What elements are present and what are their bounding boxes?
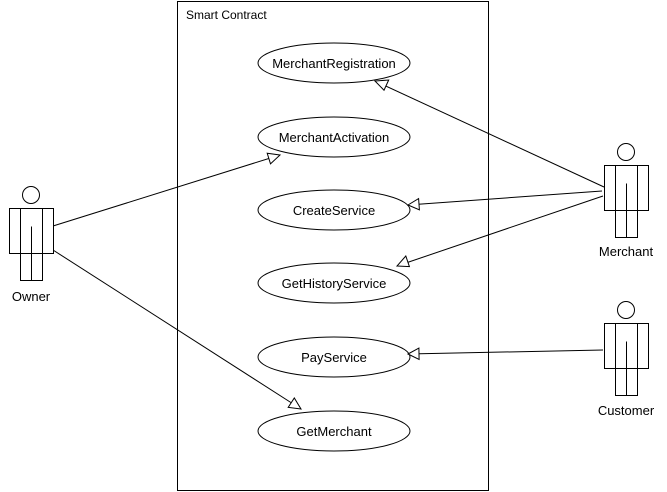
boundary-label: Smart Contract [186, 8, 267, 22]
actor-label: Owner [12, 289, 51, 304]
use-case: MerchantActivation [257, 116, 411, 158]
use-case: MerchantRegistration [257, 42, 411, 84]
use-case-label: CreateService [293, 203, 375, 218]
association-merchant-get-history-service [395, 195, 604, 268]
actor-head [22, 186, 40, 204]
use-case-label: PayService [301, 350, 367, 365]
use-case-label: GetHistoryService [282, 276, 387, 291]
actor-label: Customer [598, 403, 655, 418]
association-owner-merchant-activation [52, 152, 282, 227]
association-owner-get-merchant [52, 249, 302, 410]
use-case: PayService [257, 336, 411, 378]
actor-head [617, 301, 635, 319]
actor-head [617, 143, 635, 161]
association-merchant-create-service [406, 190, 603, 211]
actor-owner: Owner [9, 186, 54, 304]
actor-customer: Customer [598, 301, 655, 418]
association-merchant-registration [373, 79, 605, 188]
use-case-label: MerchantRegistration [272, 56, 396, 71]
association-customer-pay-service [406, 347, 604, 361]
use-case-label: GetMerchant [296, 424, 372, 439]
use-case-label: MerchantActivation [279, 130, 390, 145]
actor-merchant: Merchant [599, 143, 654, 259]
use-case: GetMerchant [257, 410, 411, 452]
use-case: GetHistoryService [257, 262, 411, 304]
actor-label: Merchant [599, 244, 654, 259]
use-case: CreateService [257, 189, 411, 231]
